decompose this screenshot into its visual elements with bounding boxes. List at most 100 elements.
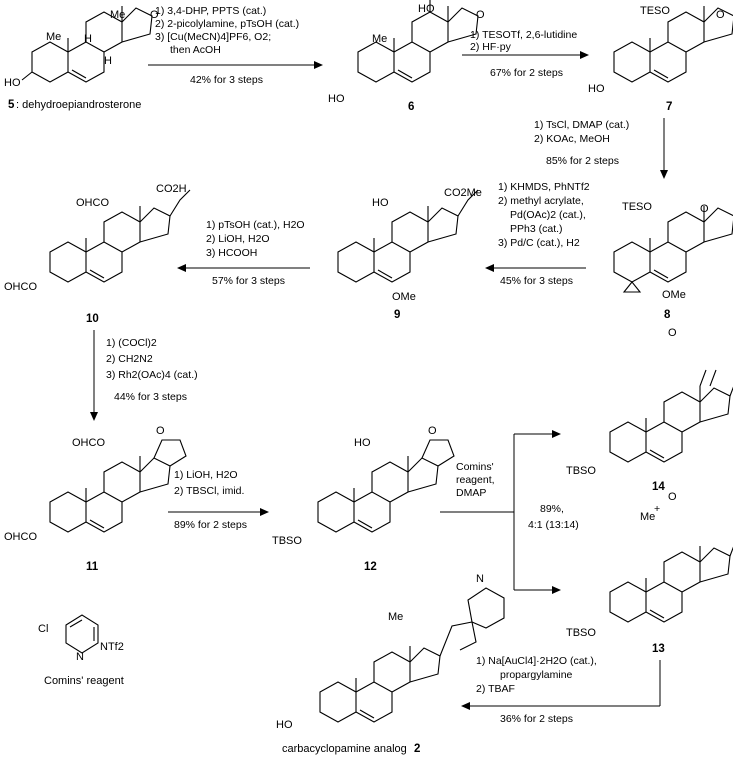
- step4-yield: 45% for 3 steps: [500, 275, 573, 287]
- compound-6-number: 6: [408, 101, 414, 113]
- atom-h-5a: H: [84, 33, 92, 45]
- atom-ho-5: HO: [4, 77, 21, 89]
- atom-ho-2: HO: [276, 719, 293, 731]
- atom-tbso-12: TBSO: [272, 535, 302, 547]
- atom-ome-8: OMe: [662, 289, 686, 301]
- atom-ho-7: HO: [588, 83, 605, 95]
- step4-line2: 2) methyl acrylate,: [498, 195, 584, 207]
- atom-o-6: O: [476, 9, 485, 21]
- atom-ho-9: HO: [372, 197, 389, 209]
- atom-teso-7: TESO: [640, 5, 670, 17]
- compound-8-structure: [613, 205, 733, 293]
- atom-o-7: O: [716, 9, 725, 21]
- compound-12-number: 12: [364, 561, 377, 573]
- compound-5-structure: [21, 5, 153, 83]
- step9-line1: 1) Na[AuCl4]·2H2O (cat.),: [476, 655, 597, 667]
- step7-yield: 89% for 2 steps: [174, 519, 247, 531]
- compound-2-label: carbacyclopamine analog: [282, 743, 407, 755]
- step4-line5: 3) Pd/C (cat.), H2: [498, 237, 580, 249]
- atom-me-5: Me: [46, 31, 61, 43]
- step1-line1: 1) 3,4-DHP, PPTS (cat.): [155, 5, 266, 17]
- step5-line1: 1) pTsOH (cat.), H2O: [206, 219, 305, 231]
- compound-6-structure: [357, 0, 479, 83]
- compound-12-structure: [317, 439, 455, 533]
- step6-line3: 3) Rh2(OAc)4 (cat.): [106, 369, 198, 381]
- comins-reagent-structure: [65, 614, 99, 654]
- atom-o-11: O: [156, 425, 165, 437]
- atom-o-13: O: [668, 491, 677, 503]
- compound-9-number: 9: [394, 309, 400, 321]
- atom-o-8: O: [700, 203, 709, 215]
- step8-ratio: 4:1 (13:14): [528, 519, 579, 531]
- atom-me-5b: Me: [110, 9, 125, 21]
- atom-tbso-14: TBSO: [566, 465, 596, 477]
- step1-line3: 3) [Cu(MeCN)4]PF6, O2;: [155, 31, 271, 43]
- compound-14-number: 14: [652, 481, 665, 493]
- step1-line2: 2) 2-picolylamine, pTsOH (cat.): [155, 18, 299, 30]
- atom-tbso-13: TBSO: [566, 627, 596, 639]
- atom-ohco-11: OHCO: [4, 531, 37, 543]
- step9-line3: 2) TBAF: [476, 683, 515, 695]
- step8-line1: Comins': [456, 461, 494, 473]
- step8-plus: +: [654, 503, 660, 515]
- compound-13-number: 13: [652, 643, 665, 655]
- atom-ho-6b: HO: [418, 3, 435, 15]
- step2-yield: 67% for 2 steps: [490, 67, 563, 79]
- atom-me-2: Me: [388, 611, 403, 623]
- atom-teso-8: TESO: [622, 201, 652, 213]
- compound-2-structure: [319, 587, 505, 723]
- atom-n-comins: N: [76, 651, 84, 663]
- compound-8-number: 8: [664, 309, 671, 321]
- step6-line1: 1) (COCl)2: [106, 337, 157, 349]
- compound-11-number: 11: [86, 561, 99, 573]
- atom-co2h-10: CO2H: [156, 183, 187, 195]
- step8-line3: DMAP: [456, 487, 486, 499]
- step5-line2: 2) LiOH, H2O: [206, 233, 270, 245]
- compound-14-structure: [609, 369, 733, 463]
- atom-h-5b: H: [104, 55, 112, 67]
- atom-ho-12: HO: [354, 437, 371, 449]
- compound-2-number: 2: [414, 743, 420, 755]
- step1-yield: 42% for 3 steps: [190, 74, 263, 86]
- step6-yield: 44% for 3 steps: [114, 391, 187, 403]
- step4-line4: PPh3 (cat.): [510, 223, 563, 235]
- step1-line4: then AcOH: [170, 44, 221, 56]
- step9-yield: 36% for 2 steps: [500, 713, 573, 725]
- compound-10-number: 10: [86, 313, 99, 325]
- step2-line1: 1) TESOTf, 2,6-lutidine: [470, 29, 577, 41]
- step5-line3: 3) HCOOH: [206, 247, 257, 259]
- step8-yield: 89%,: [540, 503, 564, 515]
- atom-ome-9: OMe: [392, 291, 416, 303]
- atom-me-13: Me: [640, 511, 655, 523]
- atom-ocho-11: OHCO: [72, 437, 105, 449]
- compound-5-label: : dehydroepiandrosterone: [16, 99, 141, 111]
- step3-line2: 2) KOAc, MeOH: [534, 133, 610, 145]
- atom-o-5: O: [150, 9, 159, 21]
- atom-n-2: N: [476, 573, 484, 585]
- step4-line3: Pd(OAc)2 (cat.),: [510, 209, 586, 221]
- step9-line2: propargylamine: [500, 669, 573, 681]
- step8-line2: reagent,: [456, 474, 495, 486]
- atom-cl: Cl: [38, 623, 48, 635]
- step2-line2: 2) HF·py: [470, 41, 512, 53]
- step7-line2: 2) TBSCl, imid.: [174, 485, 244, 497]
- compound-11-structure: [49, 439, 187, 533]
- step4-line1: 1) KHMDS, PhNTf2: [498, 181, 590, 193]
- compound-10-structure: [49, 189, 191, 283]
- compound-13-structure: [609, 545, 733, 623]
- atom-ntf2: NTf2: [100, 641, 124, 653]
- step3-line1: 1) TsCl, DMAP (cat.): [534, 119, 629, 131]
- atom-ohco-10: OHCO: [4, 281, 37, 293]
- atom-ho-6: HO: [328, 93, 345, 105]
- atom-o-14: O: [668, 327, 677, 339]
- comins-label: Comins' reagent: [44, 675, 124, 687]
- compound-5-number: 5: [8, 99, 15, 111]
- atom-ocho-10: OHCO: [76, 197, 109, 209]
- compound-7-number: 7: [666, 101, 672, 113]
- step3-yield: 85% for 2 steps: [546, 155, 619, 167]
- atom-co2me-9: CO2Me: [444, 187, 482, 199]
- step7-line1: 1) LiOH, H2O: [174, 469, 238, 481]
- atom-me-6: Me: [372, 33, 387, 45]
- step6-line2: 2) CH2N2: [106, 353, 153, 365]
